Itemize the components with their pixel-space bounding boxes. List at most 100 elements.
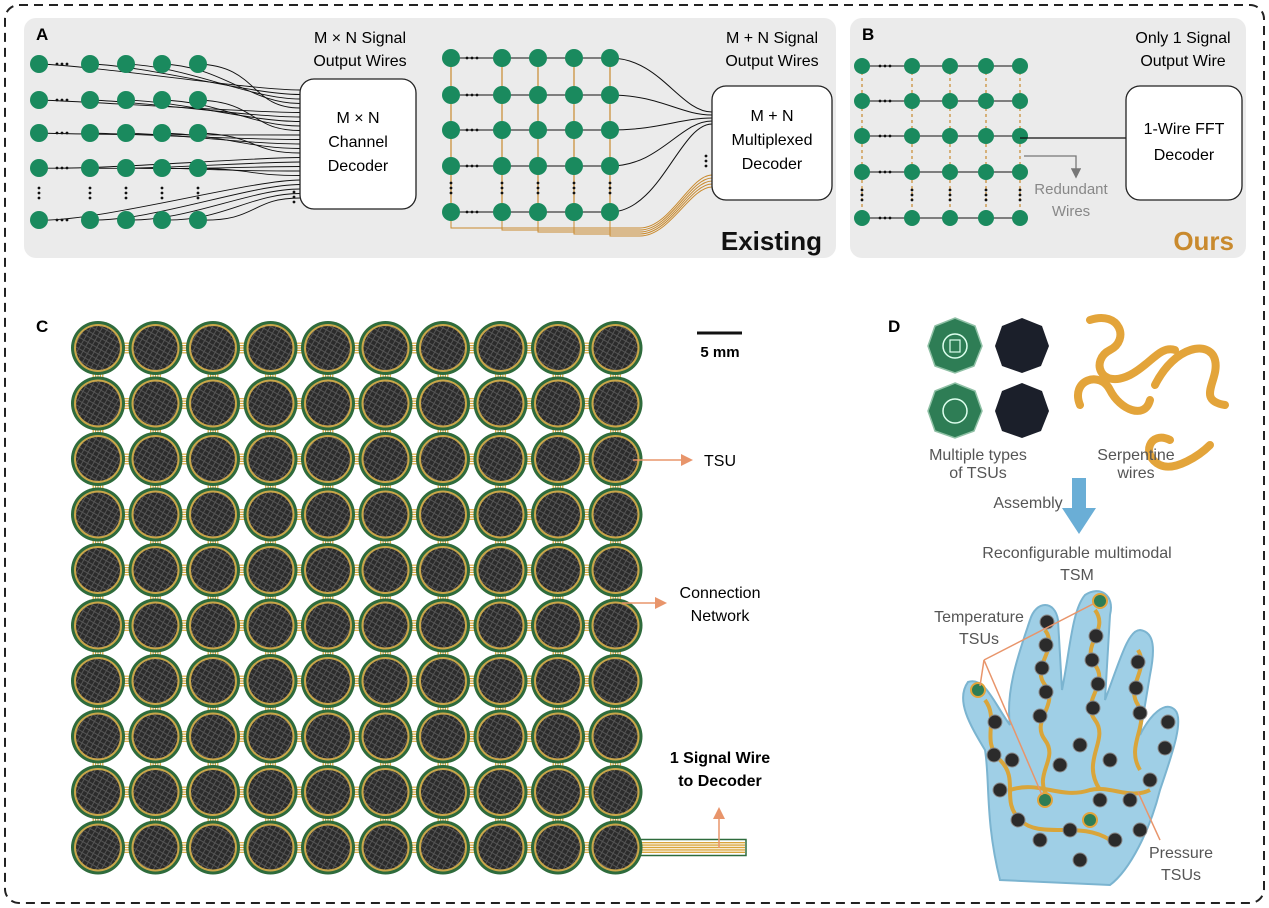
ellipsis-dot xyxy=(475,56,479,60)
tsu-node xyxy=(189,55,207,73)
ellipsis-dot xyxy=(704,164,708,168)
tsu-pad-mesh xyxy=(593,603,638,648)
mxn-wire xyxy=(197,197,301,221)
tsu-node xyxy=(942,93,958,109)
glove-photo xyxy=(962,590,1180,887)
mxn-decoder-line2: Channel xyxy=(328,134,388,151)
column-output-wire xyxy=(609,186,713,237)
tsu-pad-mesh xyxy=(363,548,408,592)
tsu-node xyxy=(854,128,870,144)
ellipsis-dot xyxy=(536,191,540,195)
serpentine-wire-1 xyxy=(1086,314,1179,384)
assembly-label: Assembly xyxy=(993,495,1062,512)
tsu-pad-mesh xyxy=(306,548,350,592)
mxn-wire xyxy=(89,184,301,221)
glove-pressure-pad xyxy=(1107,832,1123,848)
tsu-pad-mesh xyxy=(363,492,408,537)
ellipsis-dot xyxy=(470,164,474,168)
tsu-pad-mesh xyxy=(306,381,350,426)
tsu-pad-mesh xyxy=(363,326,408,370)
tsu-pad-mesh xyxy=(133,714,178,759)
mxn-decoder-line3: Decoder xyxy=(328,158,389,175)
tsu-types-photo xyxy=(927,317,1049,439)
column-output-wire xyxy=(501,177,713,231)
tsu-pad-mesh xyxy=(191,548,235,592)
ellipsis-dot xyxy=(475,128,479,132)
tsu-pad-mesh xyxy=(421,492,465,537)
tsu-node xyxy=(81,124,99,142)
tsu-node xyxy=(117,159,135,177)
ellipsis-dot xyxy=(55,131,59,135)
ellipsis-dot xyxy=(1018,198,1022,202)
ellipsis-dot xyxy=(888,170,892,174)
tsu-pad-mesh xyxy=(248,326,293,370)
mxn-wire xyxy=(197,132,301,154)
tsu-pad-mesh xyxy=(593,770,638,814)
tsu-node xyxy=(529,86,547,104)
tsu-pad-mesh xyxy=(248,381,293,426)
temperature-tsu-chip-2 xyxy=(927,382,983,439)
tsu-pad-mesh xyxy=(593,659,638,703)
tsu-pad-mesh xyxy=(421,714,465,759)
one-wire-title-line1: Only 1 Signal xyxy=(1135,30,1230,47)
tsu-pad-mesh xyxy=(363,714,408,759)
ellipsis-dot xyxy=(60,166,64,170)
panel-a: A M × N Channel Decoder M × N Signal Out… xyxy=(24,18,836,258)
tsu-pad-mesh xyxy=(306,492,350,537)
mxn-channel-decoder xyxy=(299,78,417,210)
temp-line2: TSUs xyxy=(959,631,999,648)
tsu-pad-mesh xyxy=(191,437,235,481)
tsu-pad-mesh xyxy=(248,603,293,648)
tsu-pad-mesh xyxy=(478,825,523,870)
tsu-pad-mesh xyxy=(421,381,465,426)
ellipsis-dot xyxy=(860,188,864,192)
tsu-pad-mesh xyxy=(421,548,465,592)
tsu-node xyxy=(565,49,583,67)
ellipsis-dot xyxy=(160,191,164,195)
ellipsis-dot xyxy=(500,191,504,195)
glove-pressure-pad xyxy=(1004,752,1020,768)
glove-pressure-pad xyxy=(987,714,1003,730)
tsu-pad-mesh xyxy=(76,770,120,814)
tsu-node xyxy=(442,203,460,221)
connection-line2: Network xyxy=(691,608,751,625)
glove-pressure-pad xyxy=(1102,752,1118,768)
tsu-node xyxy=(529,203,547,221)
glove-temp-tsu-1 xyxy=(1092,593,1108,609)
fft-decoder-line2: Decoder xyxy=(1154,147,1215,164)
ellipsis-dot xyxy=(910,188,914,192)
tsu-node xyxy=(1012,164,1028,180)
tsu-pad-mesh xyxy=(421,659,465,703)
pressure-line1: Pressure xyxy=(1149,845,1213,862)
tsu-pad-mesh xyxy=(306,437,350,481)
tsu-node xyxy=(153,124,171,142)
tsu-node xyxy=(854,58,870,74)
ellipsis-dot xyxy=(888,134,892,138)
ellipsis-dot xyxy=(888,64,892,68)
glove-pressure-pad xyxy=(986,747,1002,763)
mxn-wire xyxy=(161,99,301,127)
tsu-pad-mesh xyxy=(133,492,178,537)
ellipsis-dot xyxy=(475,93,479,97)
tsu-pad-mesh xyxy=(76,381,120,426)
ellipsis-dot xyxy=(449,181,453,185)
mux-decoder-line3: Decoder xyxy=(742,156,803,173)
assembly-arrow xyxy=(1062,478,1096,534)
tsu-pad-mesh xyxy=(536,825,580,870)
mxn-wire xyxy=(38,63,301,91)
tsu-pad-mesh xyxy=(478,603,523,648)
tsu-pad-mesh xyxy=(593,381,638,426)
ellipsis-dot xyxy=(292,190,296,194)
ellipsis-dot xyxy=(883,64,887,68)
tsu-node xyxy=(442,121,460,139)
panel-c: C 5 mm TSU Connection Network 1 Signal W… xyxy=(36,317,770,875)
ellipsis-dot xyxy=(88,191,92,195)
ellipsis-dot xyxy=(37,191,41,195)
tsu-board-photo xyxy=(71,321,747,875)
tsu-pad-mesh xyxy=(536,381,580,426)
tsu-node xyxy=(601,157,619,175)
serpentine-wire-2 xyxy=(1151,344,1229,409)
column-output-wire xyxy=(573,183,713,235)
ellipsis-dot xyxy=(572,186,576,190)
tsu-node xyxy=(904,164,920,180)
